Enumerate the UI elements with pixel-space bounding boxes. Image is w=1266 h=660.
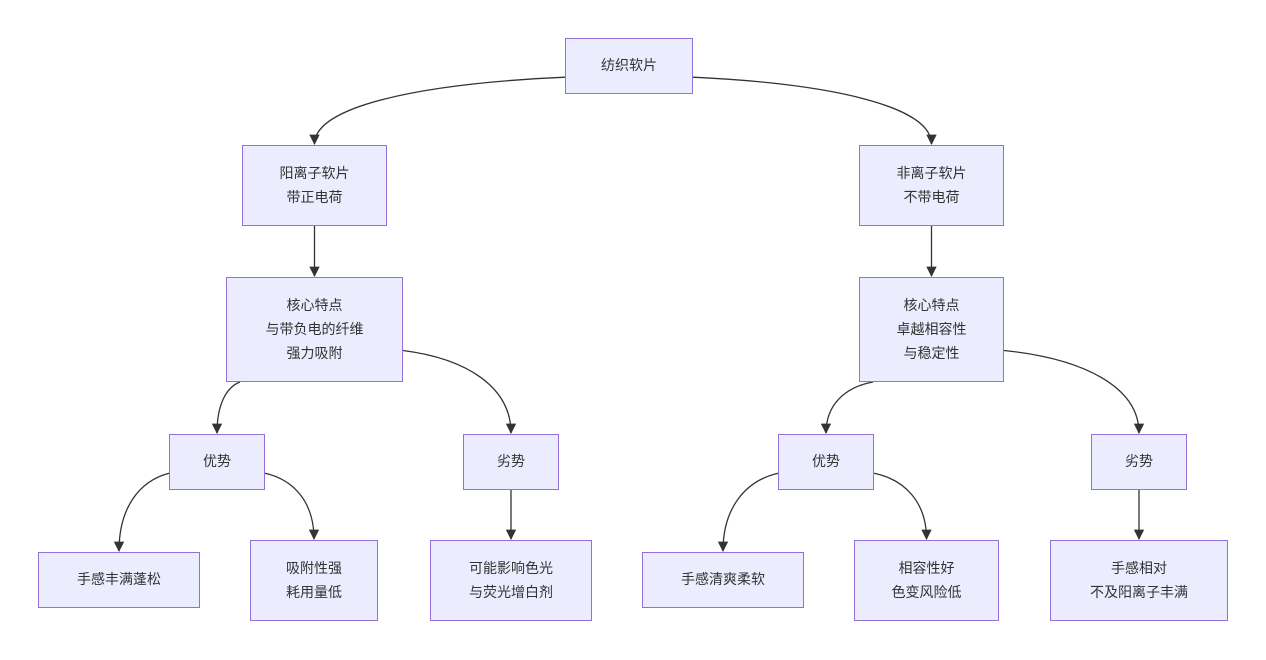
- node-nonionic-advantages-line-1: 优势: [812, 454, 840, 470]
- node-nonionic-core: 核心特点 卓越相容性 与稳定性: [859, 277, 1004, 382]
- edge-cat_core-to-cat_adv: [211, 381, 241, 435]
- node-nonionic-disadvantages-line-1: 劣势: [1125, 454, 1153, 470]
- node-cationic-advantage-2-line-2: 耗用量低: [286, 584, 342, 601]
- node-cationic-advantage-1-line-1: 手感丰满蓬松: [77, 572, 161, 588]
- node-cationic-advantages: 优势: [169, 434, 265, 490]
- edge-non_adv-to-non_adv_1: [717, 472, 779, 553]
- node-cationic-advantages-line-1: 优势: [203, 454, 231, 470]
- node-cationic: 阳离子软片 带正电荷: [242, 145, 387, 226]
- node-cationic-advantage-1: 手感丰满蓬松: [38, 552, 200, 608]
- edge-non_adv-to-non_adv_2: [873, 472, 932, 541]
- node-nonionic-line-1: 非离子软片: [896, 165, 967, 182]
- edge-non_core-to-non_dis: [1003, 349, 1145, 435]
- node-cationic-line-1: 阳离子软片: [279, 165, 350, 182]
- node-root: 纺织软片: [565, 38, 693, 94]
- node-nonionic-core-line-1: 核心特点: [903, 297, 960, 314]
- node-nonionic-line-2: 不带电荷: [903, 189, 960, 206]
- node-cationic-advantage-2-line-1: 吸附性强: [286, 560, 342, 577]
- node-root-line-1: 纺织软片: [601, 58, 657, 74]
- node-nonionic-advantages: 优势: [778, 434, 874, 490]
- node-nonionic-advantage-2-line-2: 色变风险低: [891, 584, 962, 601]
- node-cationic-disadvantage-1-line-2: 与荧光增白剂: [469, 584, 553, 601]
- node-cationic-disadvantages-line-1: 劣势: [497, 454, 525, 470]
- node-cationic-advantage-2: 吸附性强 耗用量低: [250, 540, 378, 621]
- edge-non_core-to-non_adv: [820, 381, 874, 435]
- node-nonionic-disadvantage-1-line-2: 不及阳离子丰满: [1090, 584, 1188, 601]
- node-nonionic-advantage-1: 手感清爽柔软: [642, 552, 804, 608]
- node-nonionic-advantage-2: 相容性好 色变风险低: [854, 540, 999, 621]
- node-cationic-core-line-1: 核心特点: [286, 297, 343, 314]
- node-cationic-disadvantage-1-line-1: 可能影响色光: [469, 560, 553, 577]
- node-nonionic-core-line-3: 与稳定性: [903, 345, 960, 362]
- node-nonionic-disadvantage-1-line-1: 手感相对: [1111, 560, 1167, 577]
- edge-cat_adv-to-cat_adv_2: [264, 472, 320, 541]
- node-nonionic-disadvantages: 劣势: [1091, 434, 1187, 490]
- node-cationic-disadvantage-1: 可能影响色光 与荧光增白剂: [430, 540, 592, 621]
- node-cationic-core: 核心特点 与带负电的纤维 强力吸附: [226, 277, 403, 382]
- node-cationic-line-2: 带正电荷: [286, 189, 343, 206]
- node-nonionic-core-line-2: 卓越相容性: [896, 321, 967, 338]
- edge-cat_adv-to-cat_adv_1: [113, 472, 170, 553]
- node-cationic-core-line-2: 与带负电的纤维: [265, 321, 364, 338]
- node-nonionic-advantage-2-line-1: 相容性好: [898, 560, 955, 577]
- node-nonionic: 非离子软片 不带电荷: [859, 145, 1004, 226]
- edge-root-to-nonionic: [692, 76, 937, 146]
- node-cationic-disadvantages: 劣势: [463, 434, 559, 490]
- node-nonionic-disadvantage-1: 手感相对 不及阳离子丰满: [1050, 540, 1228, 621]
- node-cationic-core-line-3: 强力吸附: [286, 345, 343, 362]
- node-nonionic-advantage-1-line-1: 手感清爽柔软: [681, 572, 765, 588]
- edge-cat_core-to-cat_dis: [402, 349, 517, 435]
- edge-root-to-cationic: [309, 76, 566, 146]
